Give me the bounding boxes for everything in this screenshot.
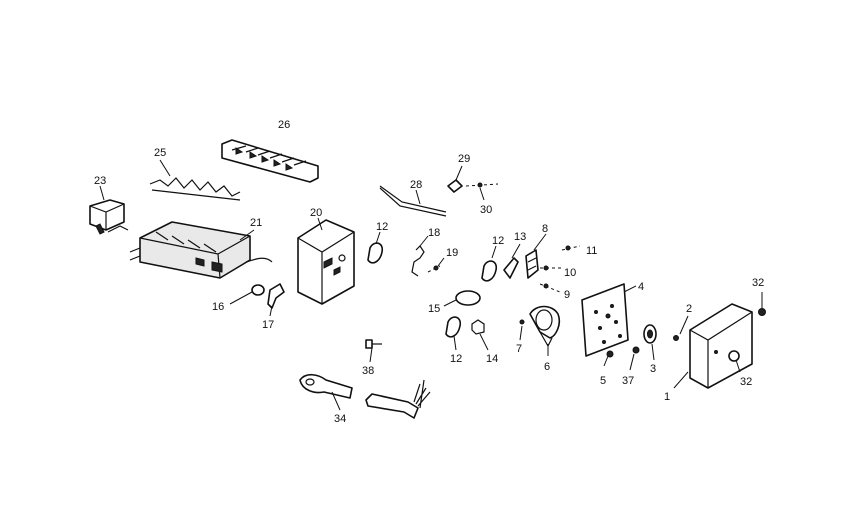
callout-21: 21 xyxy=(250,217,262,229)
part-11-screw xyxy=(561,245,581,251)
part-7-screw xyxy=(519,319,525,341)
callout-23: 23 xyxy=(94,175,106,187)
part-13-gear xyxy=(503,243,521,279)
part-21-ice-mold xyxy=(129,221,273,279)
part-28-wire-arm xyxy=(379,185,447,217)
part-9-screw xyxy=(539,283,561,293)
part-29-bearing xyxy=(447,165,463,193)
callout-12-upper: 12 xyxy=(376,221,388,233)
part-1-cover xyxy=(673,303,753,389)
callout-29: 29 xyxy=(458,153,470,165)
callout-18: 18 xyxy=(428,227,440,239)
part-30-pin xyxy=(465,182,499,201)
callout-34: 34 xyxy=(334,413,346,425)
part-19-screw xyxy=(427,257,445,273)
callout-30: 30 xyxy=(480,204,492,216)
part-20-housing xyxy=(297,217,355,305)
part-3-thermostat xyxy=(643,324,657,361)
callout-16: 16 xyxy=(212,301,224,313)
part-34-fill-tube xyxy=(299,373,353,411)
part-12-cam-mid xyxy=(481,245,498,282)
callout-6: 6 xyxy=(544,361,550,373)
callout-4: 4 xyxy=(638,281,644,293)
callout-17: 17 xyxy=(262,319,274,331)
part-38-shaft xyxy=(365,339,382,363)
callout-1: 1 xyxy=(664,391,670,403)
callout-28: 28 xyxy=(410,179,422,191)
callout-38: 38 xyxy=(362,365,374,377)
part-26-ejector xyxy=(221,139,319,183)
part-5-screw xyxy=(603,350,614,367)
part-6-motor xyxy=(529,305,561,356)
part-8-switch xyxy=(525,233,547,279)
callout-13: 13 xyxy=(514,231,526,243)
callout-15: 15 xyxy=(428,303,440,315)
part-37-screw xyxy=(629,346,640,371)
callout-7: 7 xyxy=(516,343,522,355)
callout-10: 10 xyxy=(564,267,576,279)
callout-2: 2 xyxy=(686,303,692,315)
callout-20: 20 xyxy=(310,207,322,219)
part-4-mounting-plate xyxy=(581,283,637,357)
callout-14: 14 xyxy=(486,353,498,365)
callout-12-lower: 12 xyxy=(450,353,462,365)
part-18-spring xyxy=(411,235,429,277)
part-16-knob xyxy=(229,284,265,305)
wiring-harness xyxy=(365,379,431,419)
part-25-heater xyxy=(149,159,241,201)
callout-8: 8 xyxy=(542,223,548,235)
part-15-plate xyxy=(443,290,481,307)
part-12-cam-upper xyxy=(367,231,384,264)
callout-26: 26 xyxy=(278,119,290,131)
part-23-bracket xyxy=(89,185,129,235)
callout-37: 37 xyxy=(622,375,634,387)
callout-labels: 26 25 23 21 20 12 18 19 28 29 30 12 13 8… xyxy=(94,119,764,425)
part-2-screw xyxy=(673,315,689,341)
callout-32-side: 32 xyxy=(740,376,752,388)
callout-5: 5 xyxy=(600,375,606,387)
part-32-screw-top xyxy=(758,292,766,316)
part-12-cam-lower xyxy=(445,316,462,351)
part-14-clip xyxy=(471,319,489,351)
callout-19: 19 xyxy=(446,247,458,259)
callout-12-mid: 12 xyxy=(492,235,504,247)
part-10-screw xyxy=(540,265,562,271)
callout-3: 3 xyxy=(650,363,656,375)
callout-25: 25 xyxy=(154,147,166,159)
callout-11: 11 xyxy=(586,245,597,257)
part-32-screw-side xyxy=(735,359,741,373)
part-17-lever xyxy=(267,283,285,317)
callout-9: 9 xyxy=(564,289,570,301)
callout-32-top: 32 xyxy=(752,277,764,289)
